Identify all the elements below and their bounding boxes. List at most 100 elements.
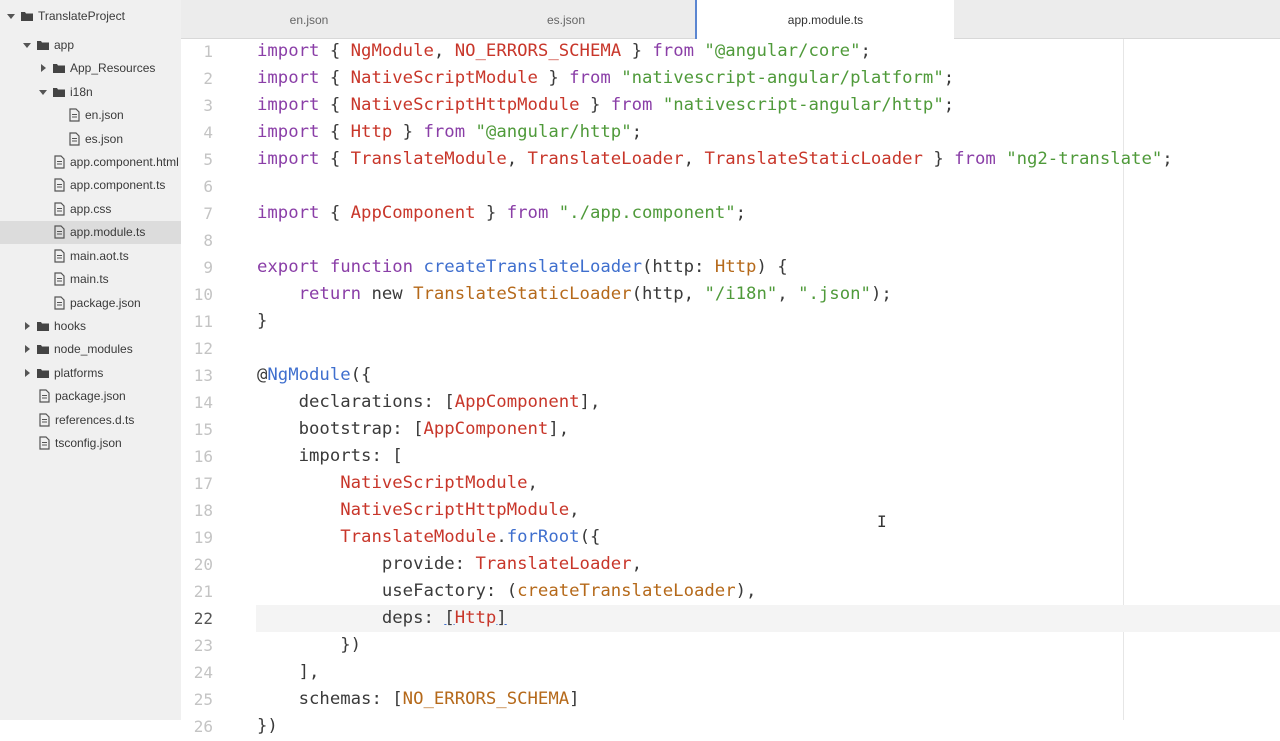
code-text: schemas: [NO_ERRORS_SCHEMA]	[257, 689, 580, 709]
code-line[interactable]: 18 NativeScriptHttpModule,	[181, 498, 1280, 525]
code-token: })	[257, 635, 362, 655]
file-icon	[54, 249, 65, 263]
chevron-right-icon[interactable]	[38, 63, 48, 73]
tree-file[interactable]: app.module.ts	[0, 221, 181, 244]
tree-item-label: app.component.html	[70, 155, 179, 169]
code-line[interactable]: 26})	[181, 714, 1280, 741]
file-icon	[54, 155, 65, 169]
current-line-highlight	[256, 605, 1280, 632]
line-number: 13	[193, 366, 213, 385]
tree-file[interactable]: main.aot.ts	[0, 245, 181, 268]
code-line[interactable]: 25 schemas: [NO_ERRORS_SCHEMA]	[181, 687, 1280, 714]
code-line[interactable]: 15 bootstrap: [AppComponent],	[181, 417, 1280, 444]
tree-file[interactable]: package.json	[0, 292, 181, 315]
line-number: 9	[203, 258, 213, 277]
tree-file[interactable]: en.json	[0, 104, 181, 127]
tree-folder[interactable]: i18n	[0, 81, 181, 104]
line-number: 10	[193, 285, 213, 304]
code-token: }	[579, 95, 611, 115]
tab-en-json[interactable]: en.json	[289, 13, 329, 27]
code-text: bootstrap: [AppComponent],	[257, 419, 570, 439]
code-line[interactable]: 13 @NgModule({	[181, 363, 1280, 390]
code-line[interactable]: 12	[181, 336, 1280, 363]
code-token: Http	[350, 122, 393, 142]
code-line[interactable]: 10 return new TranslateStaticLoader(http…	[181, 282, 1280, 309]
code-token: ) {	[756, 257, 788, 277]
tree-file[interactable]: app.css	[0, 198, 181, 221]
tree-folder[interactable]: platforms	[0, 362, 181, 385]
code-token: ],	[548, 419, 570, 439]
code-token: TranslateLoader	[527, 149, 684, 169]
code-token: ,	[506, 149, 528, 169]
tree-file[interactable]: main.ts	[0, 268, 181, 291]
code-line[interactable]: 21 useFactory: (createTranslateLoader),	[181, 579, 1280, 606]
chevron-down-icon[interactable]	[38, 87, 48, 97]
chevron-right-icon[interactable]	[22, 344, 32, 354]
code-text: provide: TranslateLoader,	[257, 554, 642, 574]
code-line[interactable]: 16 imports: [	[181, 444, 1280, 471]
code-line[interactable]: 17 NativeScriptModule,	[181, 471, 1280, 498]
code-line[interactable]: 24 ],	[181, 660, 1280, 687]
code-token: ;	[860, 41, 871, 61]
code-token: "./app.component"	[558, 203, 736, 223]
code-token: }	[475, 203, 507, 223]
chevron-right-icon[interactable]	[22, 321, 32, 331]
tree-file[interactable]: references.d.ts	[0, 409, 181, 432]
code-line[interactable]: 6	[181, 174, 1280, 201]
tab-app-module-ts[interactable]: app.module.ts	[695, 0, 954, 39]
code-line[interactable]: 11}	[181, 309, 1280, 336]
tree-folder[interactable]: TranslateProject	[0, 5, 181, 28]
code-text: import { NativeScriptHttpModule } from "…	[257, 95, 954, 115]
chevron-down-icon[interactable]	[22, 40, 32, 50]
line-number: 11	[193, 312, 213, 331]
line-number: 24	[193, 663, 213, 682]
tree-folder[interactable]: app	[0, 34, 181, 57]
code-token: NgModule	[267, 365, 351, 385]
folder-icon	[37, 369, 49, 378]
code-line[interactable]: 19 TranslateModule.forRoot({	[181, 525, 1280, 552]
code-token: {	[319, 203, 351, 223]
code-token	[413, 257, 423, 277]
code-token: declarations: [	[257, 392, 455, 412]
code-token: new	[361, 284, 414, 304]
tree-folder[interactable]: node_modules	[0, 338, 181, 361]
chevron-down-icon[interactable]	[6, 11, 16, 21]
tree-item-label: main.ts	[70, 272, 109, 286]
code-text: import { Http } from "@angular/http";	[257, 122, 642, 142]
code-token: NO_ERRORS_SCHEMA	[454, 41, 622, 61]
line-number: 19	[193, 528, 213, 547]
code-token: ".json"	[798, 284, 871, 304]
tree-file[interactable]: app.component.html	[0, 151, 181, 174]
code-token: import	[257, 41, 320, 61]
chevron-right-icon[interactable]	[22, 368, 32, 378]
code-token: from	[506, 203, 549, 223]
code-line[interactable]: 8	[181, 228, 1280, 255]
tree-file[interactable]: package.json	[0, 385, 181, 408]
tab-es-json[interactable]: es.json	[546, 13, 586, 27]
tree-file[interactable]: app.component.ts	[0, 174, 181, 197]
tree-item-label: TranslateProject	[38, 9, 125, 23]
code-text: @NgModule({	[257, 365, 371, 385]
code-line[interactable]: 23 })	[181, 633, 1280, 660]
code-line[interactable]: 14 declarations: [AppComponent],	[181, 390, 1280, 417]
tree-file[interactable]: tsconfig.json	[0, 432, 181, 455]
code-line[interactable]: 20 provide: TranslateLoader,	[181, 552, 1280, 579]
file-icon	[54, 202, 65, 216]
code-token	[611, 68, 621, 88]
code-line[interactable]: 22 deps: [Http]	[181, 606, 1280, 633]
tree-folder[interactable]: hooks	[0, 315, 181, 338]
code-token: {	[319, 95, 351, 115]
tree-folder[interactable]: App_Resources	[0, 57, 181, 80]
code-token: }	[537, 68, 570, 88]
tree-file[interactable]: es.json	[0, 128, 181, 151]
code-token: ;	[735, 203, 747, 223]
